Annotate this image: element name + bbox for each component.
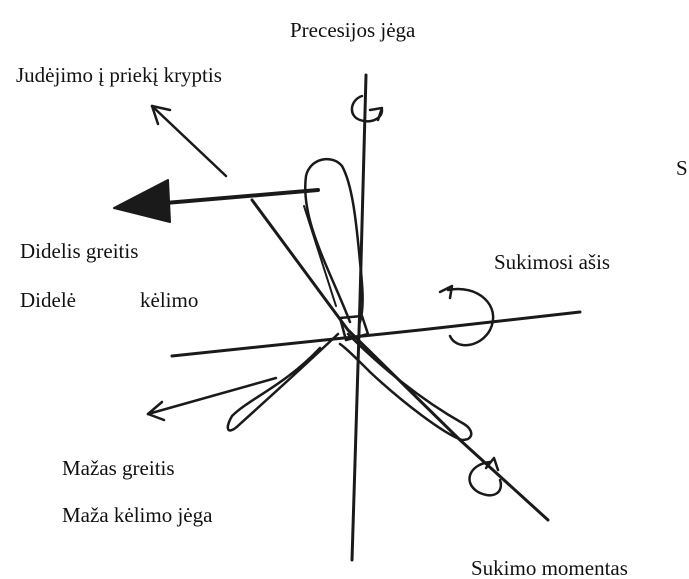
high-speed-arrowhead — [114, 180, 170, 222]
torque-label: Sukimo momentas — [471, 558, 628, 579]
forward-direction-label: Judėjimo į priekį kryptis — [16, 65, 222, 86]
spin-rotation-arrow — [448, 289, 493, 345]
low-speed-label: Mažas greitis — [62, 458, 175, 479]
rotation-axis-label: Sukimosi ašis — [494, 252, 610, 273]
diagonal-axis — [252, 200, 548, 520]
edge-fragment-label: S — [676, 158, 688, 179]
low-lift-label: Maža kėlimo jėga — [62, 505, 212, 526]
forward-direction-arrow-shaft — [152, 106, 226, 176]
spin-rotation-arrowhead — [440, 286, 452, 298]
precession-force-label: Precesijos jėga — [290, 20, 415, 41]
horizontal-axis — [172, 312, 580, 356]
high-lift-tail-label: kėlimo — [140, 290, 198, 311]
high-lift-label: Didelė — [20, 290, 76, 311]
high-speed-label: Didelis greitis — [20, 241, 138, 262]
